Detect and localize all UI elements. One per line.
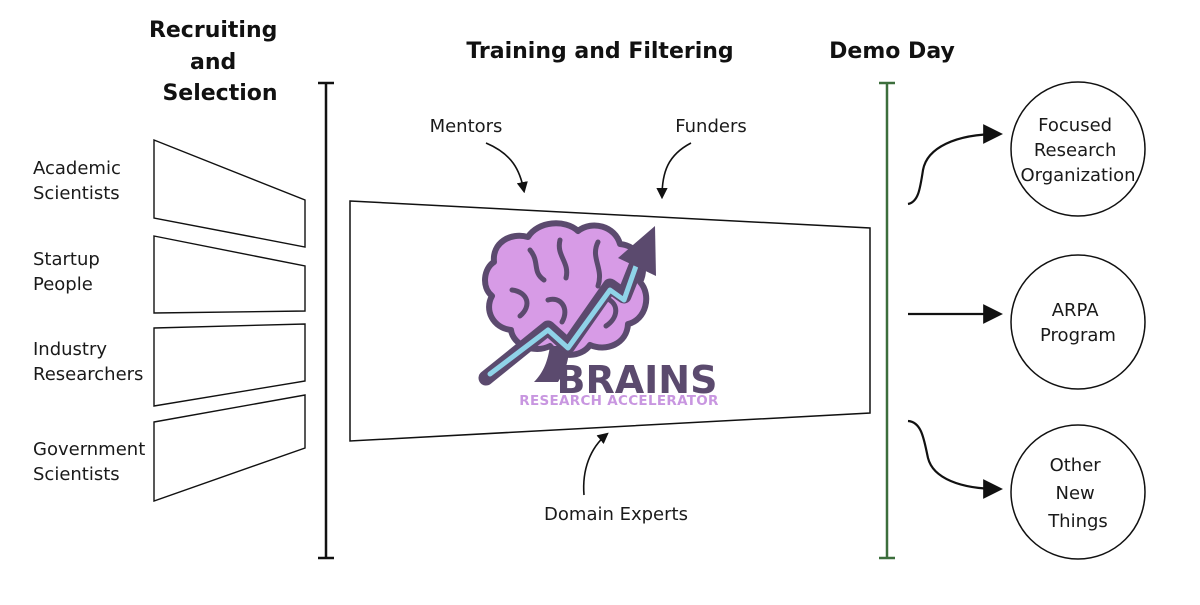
outcome-label-arpa: ARPA Program [1040,300,1116,346]
source-label-startup: Startup People [33,249,106,295]
stage-recruiting-title: Recruiting and Selection [149,18,285,106]
stage-demo-day-title: Demo Day [829,39,955,64]
demo-day-divider [879,81,895,560]
input-label-domain-experts: Domain Experts [544,504,688,525]
outcome-circle-other [1010,424,1146,560]
growth-arrow-icon [478,226,656,386]
source-funnel-industry [153,323,306,407]
outcome-arrow-other [907,419,1003,499]
source-label-government: Government Scientists [33,439,151,485]
mentors-arrow [485,142,528,194]
stage-training-title: Training and Filtering [466,39,733,64]
outcome-label-other: Other New Things [1047,455,1108,532]
source-label-academic: Academic Scientists [33,158,127,204]
funders-arrow [656,142,692,200]
source-funnel-government [153,394,306,502]
domain-experts-arrow [582,432,609,496]
brain-icon [482,220,650,382]
source-label-industry: Industry Researchers [33,339,143,385]
outcome-circle-arpa [1010,254,1146,390]
brains-logo: BRAINS RESEARCH ACCELERATOR [478,220,719,409]
input-label-funders: Funders [675,116,746,137]
source-funnel-startup [153,235,306,314]
logo-wordmark: BRAINS [557,358,718,402]
source-funnel-academic [153,138,306,248]
outcome-arrow-fro [907,124,1003,206]
logo-tagline: RESEARCH ACCELERATOR [519,393,719,409]
input-label-mentors: Mentors [430,116,503,137]
recruiting-divider [318,81,334,560]
outcome-circle-fro [1010,81,1146,217]
outcome-label-fro: Focused Research Organization [1020,115,1135,186]
